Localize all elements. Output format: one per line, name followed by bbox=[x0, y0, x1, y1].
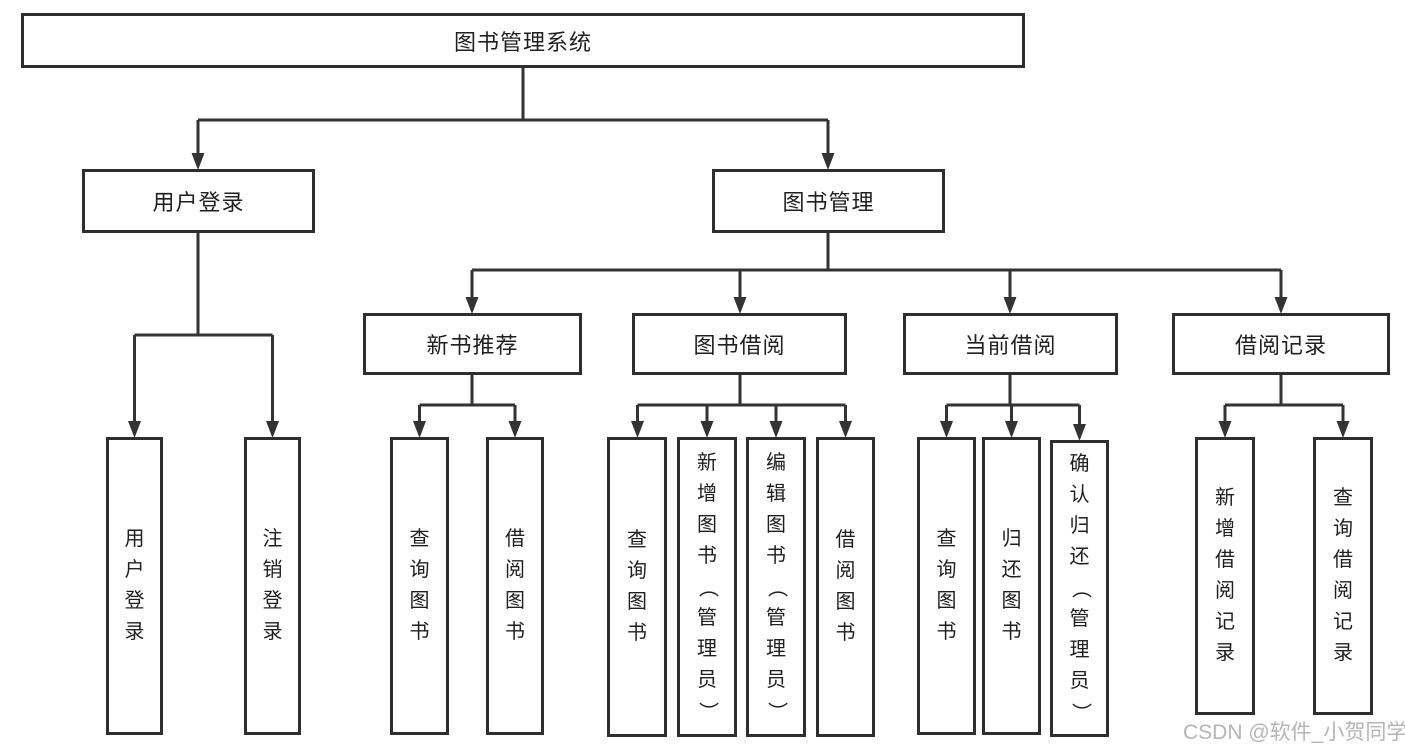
node-borrowing-records: 借阅记录 bbox=[1172, 313, 1390, 375]
node-confirm-return-admin: 确认归还（管理员） bbox=[1050, 440, 1109, 737]
node-query-books-borrowing: 查询图书 bbox=[607, 437, 667, 737]
node-label: 确认归还（管理员） bbox=[1069, 453, 1091, 723]
node-user-login-leaf: 用户登录 bbox=[106, 437, 163, 735]
node-label: 借阅图书 bbox=[505, 528, 525, 643]
node-label: 查询借阅记录 bbox=[1333, 487, 1353, 664]
node-new-book-recommendation: 新书推荐 bbox=[363, 313, 582, 375]
node-query-books-current: 查询图书 bbox=[917, 437, 976, 735]
node-query-borrowing-record: 查询借阅记录 bbox=[1313, 437, 1373, 715]
watermark: CSDN @软件_小贺同学 bbox=[1183, 721, 1405, 744]
node-label: 编辑图书（管理员） bbox=[765, 451, 788, 722]
node-add-books-admin: 新增图书（管理员） bbox=[677, 437, 737, 737]
node-borrow-books-recommend: 借阅图书 bbox=[486, 437, 544, 735]
node-return-books: 归还图书 bbox=[982, 437, 1041, 735]
arrowheads bbox=[128, 153, 1350, 441]
node-book-borrowing: 图书借阅 bbox=[632, 313, 847, 375]
node-label: 查询图书 bbox=[936, 528, 957, 643]
node-query-books-recommend: 查询图书 bbox=[390, 437, 449, 735]
node-library-management-system: 图书管理系统 bbox=[21, 13, 1025, 68]
node-label: 新增图书（管理员） bbox=[696, 451, 719, 722]
node-current-borrowing: 当前借阅 bbox=[903, 313, 1118, 375]
node-label: 新增借阅记录 bbox=[1215, 487, 1235, 664]
node-user-login: 用户登录 bbox=[82, 169, 315, 233]
node-edit-books-admin: 编辑图书（管理员） bbox=[746, 437, 806, 737]
node-logout: 注销登录 bbox=[244, 437, 301, 735]
node-book-management: 图书管理 bbox=[712, 169, 945, 233]
node-label: 用户登录 bbox=[124, 528, 145, 643]
node-label: 注销登录 bbox=[262, 528, 283, 643]
node-label: 查询图书 bbox=[409, 528, 430, 643]
node-label: 借阅图书 bbox=[835, 529, 856, 644]
node-label: 查询图书 bbox=[627, 529, 647, 644]
node-borrow-books: 借阅图书 bbox=[816, 437, 875, 737]
node-label: 归还图书 bbox=[1001, 528, 1022, 643]
node-add-borrowing-record: 新增借阅记录 bbox=[1195, 437, 1255, 715]
tree-edges bbox=[133, 68, 1345, 424]
